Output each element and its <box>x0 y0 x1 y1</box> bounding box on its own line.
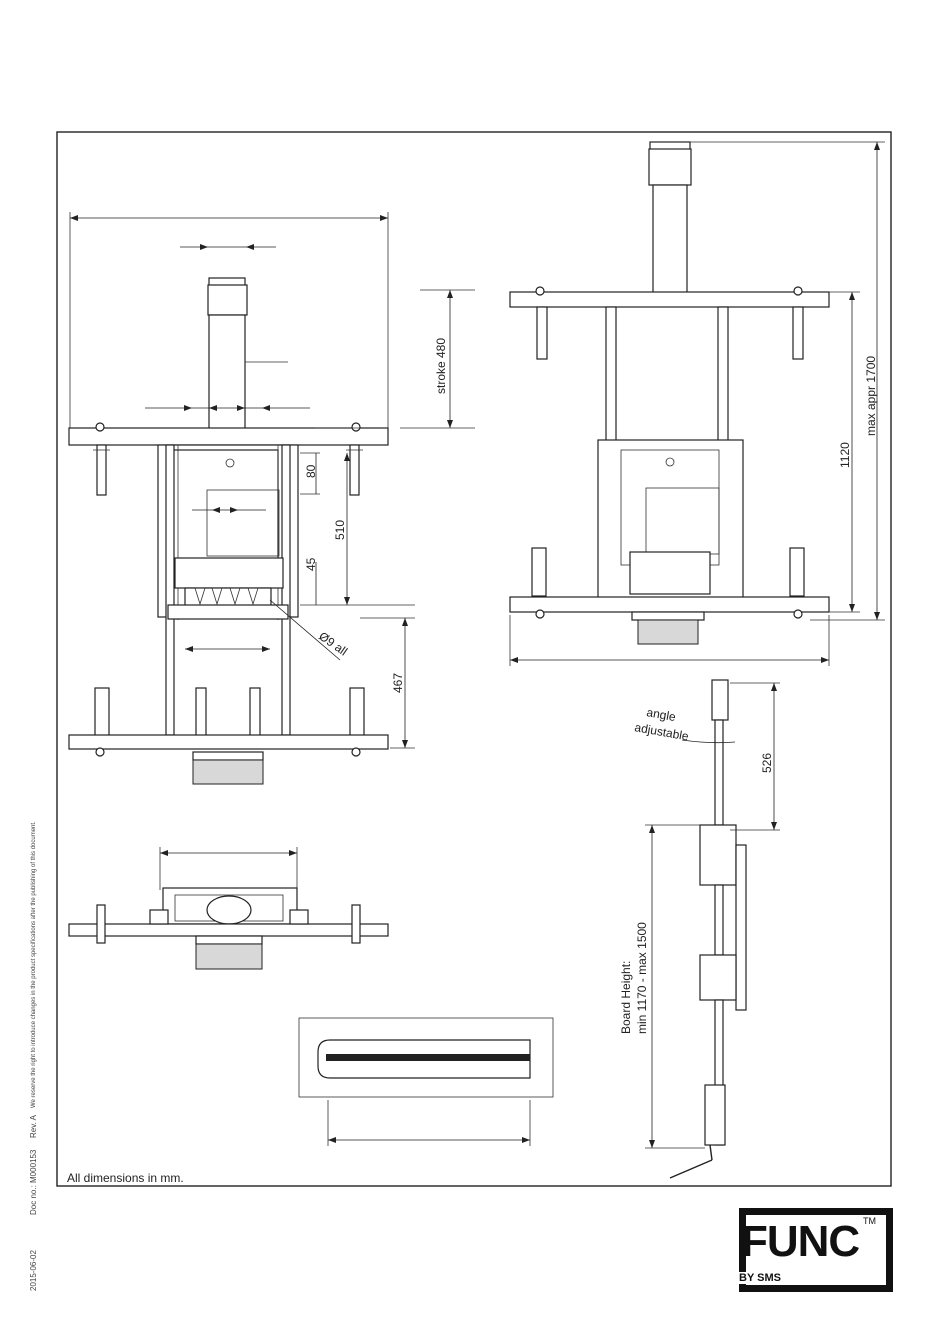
dim-adjustable: adjustable <box>633 720 690 743</box>
dim-467: 467 <box>391 673 405 693</box>
logo-trademark: TM <box>863 1216 876 1226</box>
func-logo: FUNC TM BY SMS <box>739 1208 891 1286</box>
sidebar-doc-no: Doc no.: M000153 <box>29 1150 38 1215</box>
front-view <box>69 212 475 784</box>
dimensions-note: All dimensions in mm. <box>67 1171 184 1185</box>
board-view <box>299 1018 553 1146</box>
dim-1120: 1120 <box>838 442 852 468</box>
dim-board-label: Board Height: <box>619 961 633 1034</box>
dim-80: 80 <box>304 464 318 478</box>
dim-stroke: stroke 480 <box>434 338 448 394</box>
logo-brand: FUNC <box>741 1220 859 1264</box>
sidebar-date: 2015-06-02 <box>29 1250 38 1291</box>
rear-view <box>510 142 885 666</box>
dim-angle: angle <box>645 705 677 724</box>
sidebar-rev: Rev. A <box>29 1115 38 1138</box>
dim-510: 510 <box>333 520 347 540</box>
sidebar-disclaimer: We reserve the right to introduce change… <box>31 821 37 1108</box>
logo-by-sms: BY SMS <box>739 1272 785 1284</box>
dim-max-height: max appr 1700 <box>864 356 878 436</box>
dim-526: 526 <box>760 753 774 773</box>
top-view <box>69 847 388 969</box>
dim-board-range: min 1170 - max 1500 <box>635 922 649 1034</box>
dim-45: 45 <box>304 557 318 571</box>
